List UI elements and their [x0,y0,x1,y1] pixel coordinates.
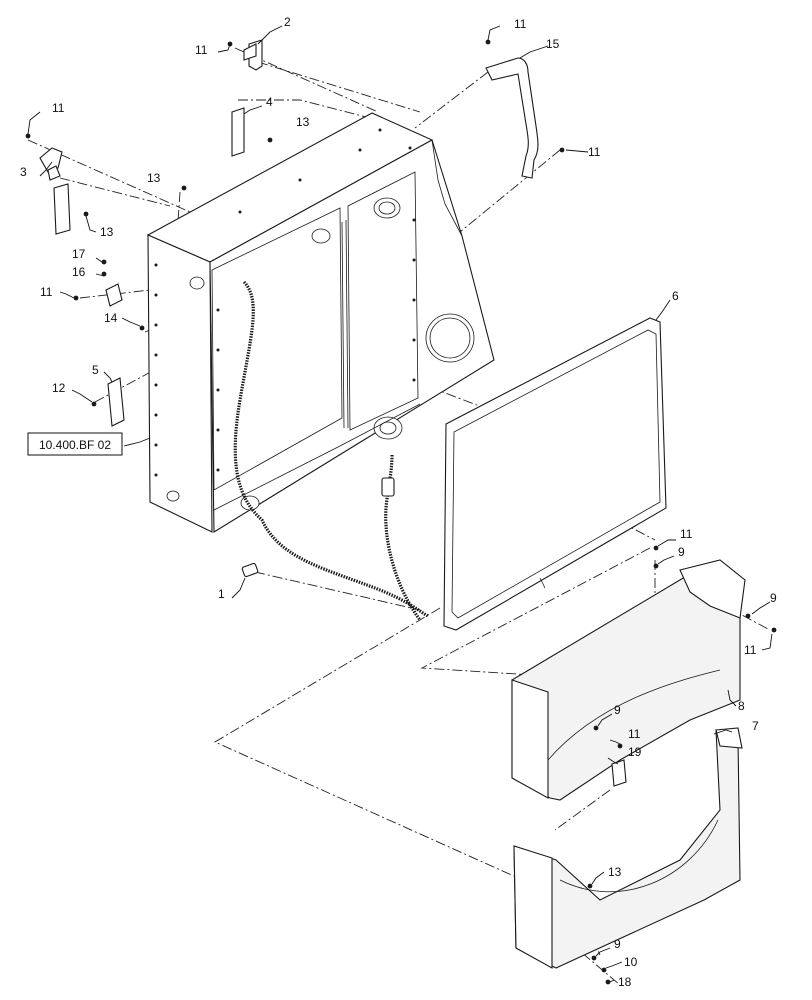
bracket-4 [231,107,245,157]
fan-shroud-lower-7 [513,727,743,969]
radiator-frame [146,112,495,533]
callout-11: 11 [628,727,641,741]
callout-6: 6 [672,289,679,303]
callout-11: 11 [588,145,601,159]
callout-4: 4 [266,95,273,109]
callout-12: 12 [52,381,66,395]
callout-11: 11 [40,285,53,299]
callout-8: 8 [738,699,745,713]
callout-13: 13 [296,115,310,129]
callout-11: 11 [52,101,65,115]
callout-10: 10 [624,955,638,969]
fasteners [25,39,777,985]
bracket-3 [39,147,63,181]
callout-5: 5 [92,363,99,377]
clip-19 [611,759,627,787]
callout-13: 13 [608,865,622,879]
callout-7: 7 [752,719,759,733]
callout-17: 17 [72,247,86,261]
bracket-16 [105,283,123,307]
seal-6 [443,317,667,631]
callout-2: 2 [284,15,291,29]
callout-11: 11 [680,527,693,541]
strap-13 [53,183,71,235]
callout-9: 9 [614,703,621,717]
callout-16: 16 [72,265,86,279]
reference-label: 10.400.BF 02 [39,438,111,452]
callout-19: 19 [628,745,642,759]
callout-18: 18 [618,975,632,989]
callout-9: 9 [678,545,685,559]
bracket-2 [243,39,263,71]
callout-3: 3 [20,165,27,179]
support-rod-15 [485,57,539,179]
overflow-hose [233,280,429,621]
callout-11: 11 [195,43,208,57]
callout-14: 14 [104,311,118,325]
callout-13: 13 [147,171,161,185]
callout-13: 13 [100,225,114,239]
callout-15: 15 [546,37,560,51]
callouts: 2 11 11 15 11 4 13 3 11 13 13 17 16 11 1… [20,15,777,989]
fan-shroud-upper-8 [511,559,746,801]
bracket-5 [107,377,125,427]
leader-lines [27,25,773,983]
callout-11: 11 [514,17,527,31]
callout-1: 1 [218,587,225,601]
callout-9: 9 [770,591,777,605]
callout-11: 11 [744,643,757,657]
callout-9: 9 [614,937,621,951]
reference-box: 10.400.BF 02 [27,432,123,456]
